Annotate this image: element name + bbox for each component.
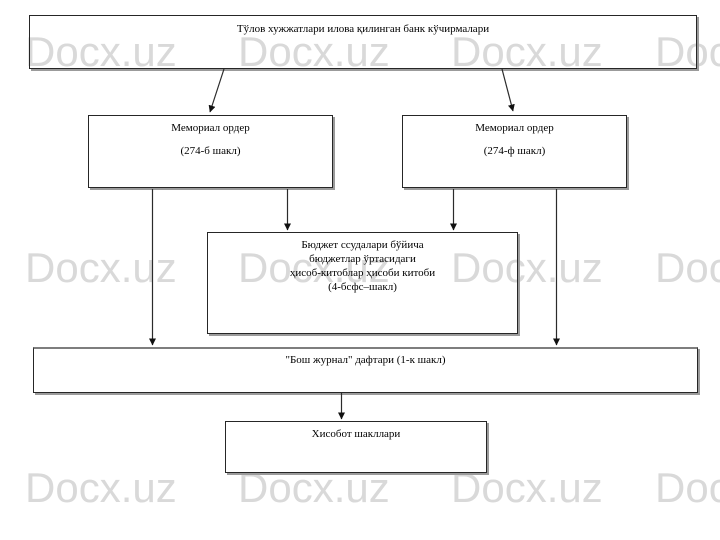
- arrow-top-to-memorial-f: [501, 68, 515, 112]
- watermark-text: Docx.uz: [655, 28, 720, 75]
- watermark-text: Docx.uz: [25, 244, 177, 291]
- watermark-text: Docx.uz: [451, 28, 603, 75]
- memorial-order-f-box: Мемориал ордер (274-ф шакл): [402, 115, 627, 188]
- bank-statements-box: Тўлов хужжатлари илова қилинган банк кўч…: [29, 15, 697, 69]
- budget-loans-line4: (4-бсфс–шакл): [328, 281, 397, 293]
- watermark-text: Docx.uz: [238, 244, 390, 291]
- memorial-order-f-form: (274-ф шакл): [483, 144, 546, 157]
- general-journal-box: "Бош журнал" дафтари (1-к шакл): [33, 347, 698, 393]
- watermark-text: Docx.uz: [451, 464, 603, 511]
- budget-loans-line2: бюджетлар ўртасидаги: [309, 253, 416, 265]
- report-forms-label: Хисобот шакллари: [311, 428, 401, 440]
- memorial-order-f-title: Мемориал ордер: [475, 122, 554, 134]
- bank-statements-label: Тўлов хужжатлари илова қилинган банк кўч…: [236, 23, 490, 35]
- budget-loans-line3: ҳисоб-китоблар ҳисоби китоби: [289, 267, 436, 279]
- watermark-text: Docx.uz: [451, 244, 603, 291]
- watermark-text: Docx.uz: [655, 464, 720, 511]
- arrow-top-to-memorial-b: [208, 68, 225, 113]
- memorial-order-b-form: (274-б шакл): [180, 144, 241, 157]
- budget-loans-line1: Бюджет ссудалари бўйича: [301, 239, 424, 251]
- general-journal-label: "Бош журнал" дафтари (1-к шакл): [285, 354, 446, 366]
- watermark-text: Docx.uz: [25, 464, 177, 511]
- watermark-text: Docx.uz: [238, 464, 390, 511]
- watermark-text: Docx.uz: [655, 244, 720, 291]
- memorial-order-b-title: Мемориал ордер: [171, 122, 250, 134]
- memorial-order-b-box: Мемориал ордер (274-б шакл): [88, 115, 333, 188]
- watermark-text: Docx.uz: [238, 28, 390, 75]
- report-forms-box: Хисобот шакллари: [225, 421, 487, 473]
- watermark-text: Docx.uz: [25, 28, 177, 75]
- budget-loans-book-box: Бюджет ссудалари бўйича бюджетлар ўртаси…: [207, 232, 518, 334]
